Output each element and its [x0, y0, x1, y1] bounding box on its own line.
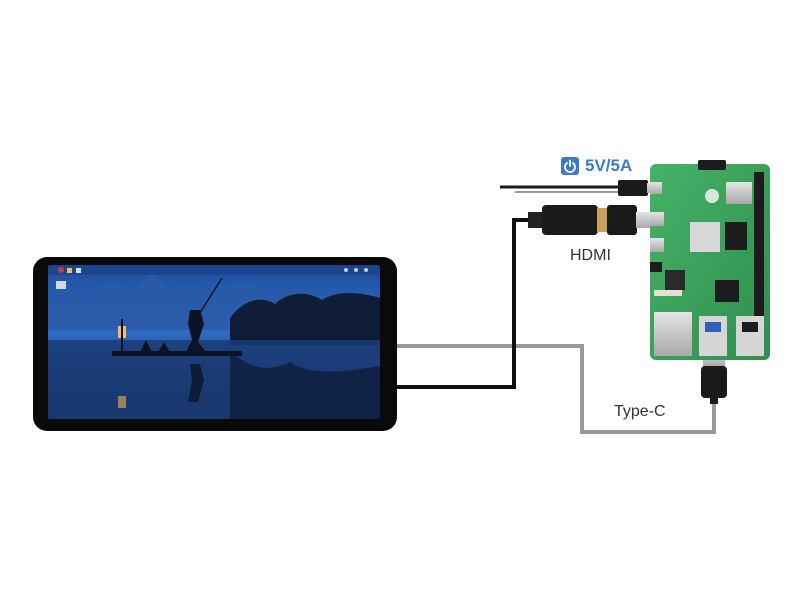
power-icon [561, 157, 579, 175]
typec-label: Type-C [614, 403, 666, 420]
usb3-port-tongue [705, 322, 721, 332]
hdmi-cable [397, 218, 532, 389]
metal-shield [726, 182, 752, 204]
hdmi-label: HDMI [570, 247, 611, 264]
birds [140, 340, 170, 352]
raft [112, 351, 242, 356]
pmic-chip [715, 280, 739, 302]
fisherman-reflection [188, 364, 204, 402]
water-reflection [230, 350, 380, 419]
lantern-reflection [118, 396, 126, 408]
volume-icon [364, 268, 368, 272]
raspberry-pi-board [650, 160, 770, 360]
fisherman [186, 310, 206, 352]
gpio-header [754, 172, 764, 348]
hdmi-connector [528, 205, 652, 235]
taskbar [48, 265, 380, 275]
ethernet-port [654, 312, 692, 356]
display-panel [33, 257, 397, 431]
micro-hdmi-port-2 [650, 238, 664, 252]
bluetooth-icon [344, 268, 348, 272]
board-pcb [650, 164, 770, 360]
small-chip [665, 270, 685, 290]
usb2-port-tongue [742, 322, 758, 332]
start-menu-icon [58, 267, 64, 273]
fishing-pole [197, 277, 223, 317]
micro-hdmi-port-1 [650, 212, 664, 226]
power-spec-text: 5V/5A [585, 156, 633, 175]
typec-cable [397, 344, 716, 434]
camera-connector [654, 290, 682, 296]
soc-chip [690, 222, 720, 252]
browser-icon [67, 268, 72, 273]
terminal-icon [76, 268, 81, 273]
raspberry-logo [705, 189, 719, 203]
fan-connector [698, 160, 726, 170]
power-label: 5V/5A [561, 156, 632, 176]
tree-line [230, 293, 380, 345]
wastebasket-icon [56, 281, 66, 289]
wifi-icon [354, 268, 358, 272]
usb-c-port [650, 182, 662, 194]
ram-chip [725, 222, 747, 250]
audio-port [650, 262, 662, 272]
